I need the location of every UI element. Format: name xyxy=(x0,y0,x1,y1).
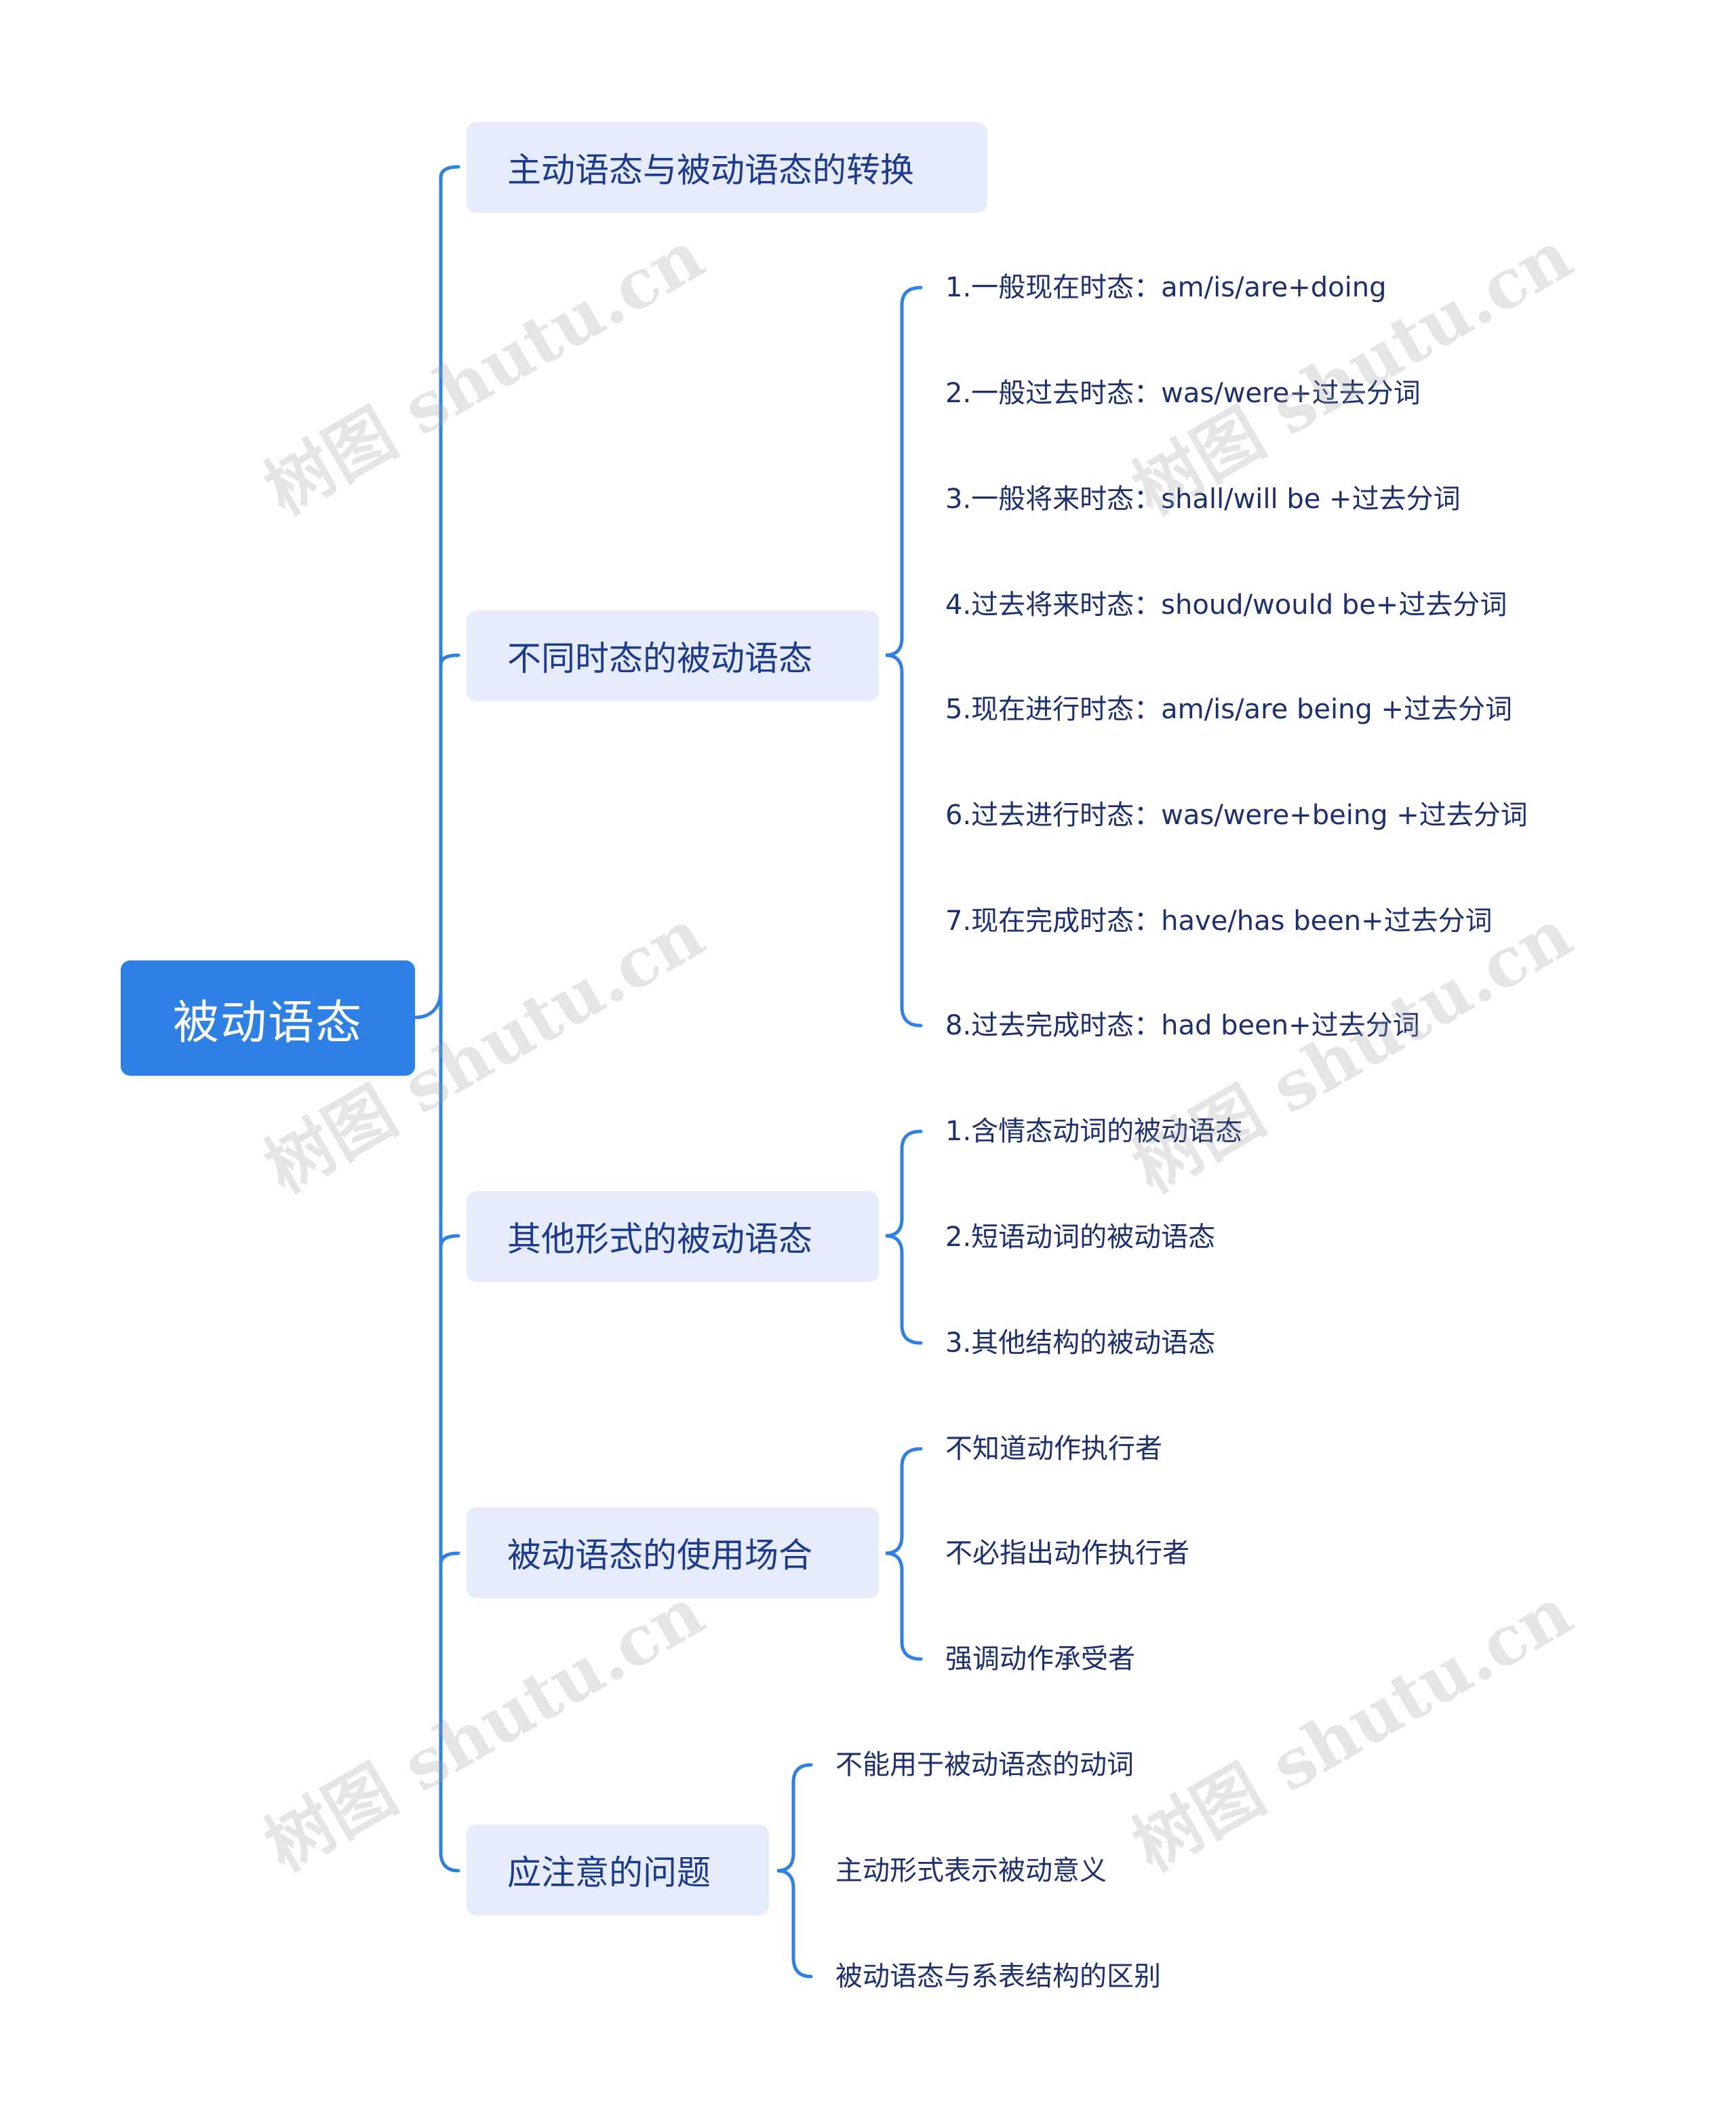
bracket-usage xyxy=(885,1447,923,1661)
leaf-tense-8[interactable]: 8.过去完成时态：had been+过去分词 xyxy=(945,1010,1420,1041)
branch-other-forms[interactable]: 其他形式的被动语态 xyxy=(467,1191,879,1282)
leaf-tense-3[interactable]: 3.一般将来时态：shall/will be +过去分词 xyxy=(945,484,1461,515)
branch-tenses[interactable]: 不同时态的被动语态 xyxy=(467,610,879,701)
bracket-tenses xyxy=(885,286,923,1028)
leaf-other-form-2[interactable]: 2.短语动词的被动语态 xyxy=(945,1222,1216,1253)
leaf-tense-6[interactable]: 6.过去进行时态：was/were+being +过去分词 xyxy=(945,800,1528,831)
leaf-tense-1[interactable]: 1.一般现在时态：am/is/are+doing xyxy=(945,272,1387,303)
leaf-usage-3[interactable]: 强调动作承受者 xyxy=(945,1643,1135,1675)
bracket-notes xyxy=(776,1763,813,1979)
leaf-other-form-3[interactable]: 3.其他结构的被动语态 xyxy=(945,1327,1216,1359)
root-node[interactable]: 被动语态 xyxy=(121,960,415,1076)
leaf-usage-2[interactable]: 不必指出动作执行者 xyxy=(945,1538,1189,1569)
leaf-tense-7[interactable]: 7.现在完成时态：have/has been+过去分词 xyxy=(945,906,1493,937)
leaf-tense-4[interactable]: 4.过去将来时态：shoud/would be+过去分词 xyxy=(945,589,1507,621)
branch-connector xyxy=(439,1551,460,1566)
leaf-usage-1[interactable]: 不知道动作执行者 xyxy=(945,1433,1162,1464)
trunk-connector xyxy=(439,988,460,1873)
leaf-note-2[interactable]: 主动形式表示被动意义 xyxy=(835,1855,1107,1886)
bracket-other-forms xyxy=(885,1129,923,1345)
leaf-note-1[interactable]: 不能用于被动语态的动词 xyxy=(835,1749,1134,1781)
leaf-note-3[interactable]: 被动语态与系表结构的区别 xyxy=(835,1961,1161,1992)
branch-connector xyxy=(439,653,460,667)
leaf-tense-5[interactable]: 5.现在进行时态：am/is/are being +过去分词 xyxy=(945,694,1513,725)
leaf-other-form-1[interactable]: 1.含情态动词的被动语态 xyxy=(945,1116,1243,1147)
branch-notes[interactable]: 应注意的问题 xyxy=(467,1825,769,1915)
trunk-connector xyxy=(413,165,460,1019)
leaf-tense-2[interactable]: 2.一般过去时态：was/were+过去分词 xyxy=(945,378,1421,409)
branch-usage[interactable]: 被动语态的使用场合 xyxy=(467,1507,879,1598)
branch-connector xyxy=(439,1234,460,1249)
branch-active-passive-conversion[interactable]: 主动语态与被动语态的转换 xyxy=(467,122,987,213)
